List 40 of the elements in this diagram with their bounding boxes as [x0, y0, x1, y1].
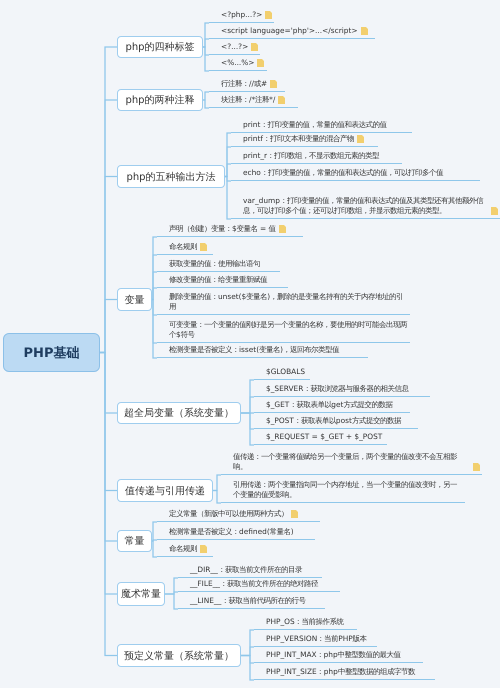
connector-line — [152, 540, 157, 558]
subtopic-line — [178, 563, 322, 578]
connector-line — [152, 287, 157, 300]
subtopic-line — [209, 24, 375, 39]
topic-box: 变量 — [117, 288, 152, 311]
root-topic-box: PHP基础 — [3, 333, 100, 372]
connector-line — [165, 593, 178, 610]
topic-box: 常量 — [117, 530, 152, 552]
topic-box: 魔术常量 — [117, 582, 165, 606]
topic-box: 预定义常量（系统常量） — [117, 644, 241, 667]
connector-line — [203, 99, 209, 109]
subtopic-line — [209, 40, 260, 55]
topic-box: 值传递与引用传递 — [117, 479, 213, 502]
connector-line — [203, 46, 209, 72]
connector-line — [152, 298, 157, 359]
subtopic-line — [157, 343, 368, 358]
subtopic-line — [254, 615, 357, 630]
topic-box: php的四种标签 — [117, 36, 203, 58]
connector-line — [225, 176, 231, 220]
subtopic-line — [157, 507, 320, 522]
subtopic-line — [231, 118, 412, 133]
connector-line — [203, 38, 209, 48]
connector-line — [213, 490, 221, 504]
topic-box: php的五种输出方法 — [117, 165, 225, 188]
subtopic-line — [231, 133, 378, 147]
subtopic-line — [157, 240, 213, 255]
connector-line — [241, 412, 254, 446]
connector-line — [241, 654, 254, 681]
connector-line — [152, 521, 157, 542]
connector-line — [203, 91, 209, 101]
subtopic-line — [209, 93, 298, 108]
subtopic-line — [157, 222, 303, 237]
connector-line — [225, 163, 231, 178]
subtopic-line — [254, 365, 310, 380]
subtopic-line — [178, 578, 340, 592]
topic-box: 超全局变量（系统变量） — [117, 402, 241, 424]
topic-box: php的两种注释 — [117, 89, 203, 111]
subtopic-line — [209, 56, 267, 71]
subtopic-line — [209, 8, 274, 23]
subtopic-line — [209, 77, 285, 92]
